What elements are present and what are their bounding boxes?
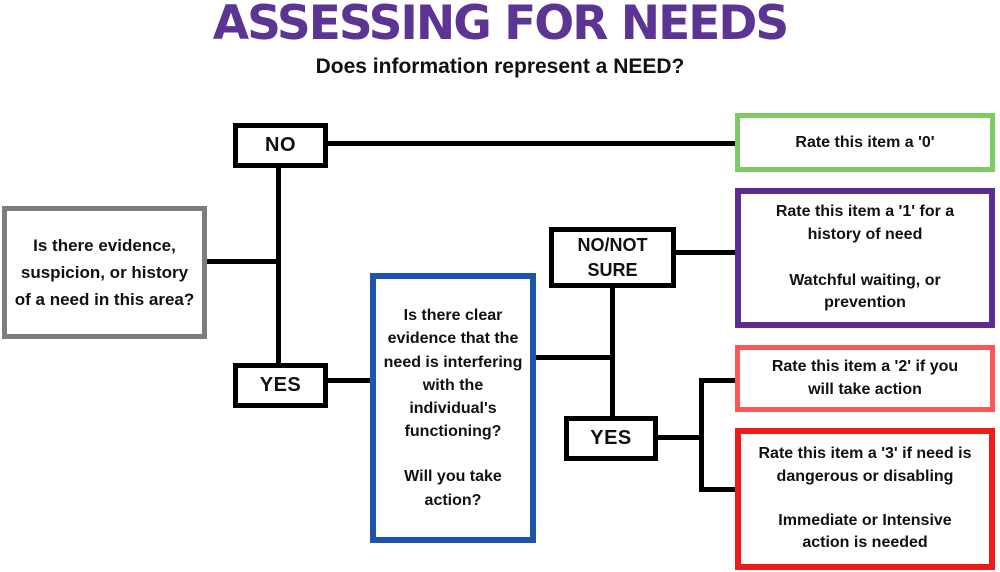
decision-yes-2-box: YES xyxy=(564,416,658,461)
question-interfering-paragraph1: Is there clear evidence that the need is… xyxy=(383,307,523,441)
outcome-rate-1-box: Rate this item a '1' for a history of ne… xyxy=(735,188,995,328)
outcome-rate-0-box: Rate this item a '0' xyxy=(735,113,995,172)
question-evidence-box: Is there evidence, suspicion, or history… xyxy=(2,206,207,339)
decision-yes-label: YES xyxy=(259,374,302,396)
decision-no-not-sure-label: NO/NOT SURE xyxy=(577,235,648,280)
connector-no-to-rate0 xyxy=(325,141,735,146)
connector-question2-to-junction xyxy=(534,355,615,360)
connector-nonotsure-to-yes2 xyxy=(610,285,615,418)
connector-bracket-to-rate2 xyxy=(703,378,735,383)
decision-no-label: NO xyxy=(265,134,296,156)
connector-bracket-vertical xyxy=(699,378,704,492)
page-subtitle: Does information represent a NEED? xyxy=(315,55,685,78)
outcome-rate-3-paragraph1: Rate this item a '3' if need is dangerou… xyxy=(758,445,972,485)
decision-yes-box: YES xyxy=(233,363,328,408)
question-interfering-box: Is there clear evidence that the need is… xyxy=(370,273,536,543)
outcome-rate-3-box: Rate this item a '3' if need is dangerou… xyxy=(735,428,995,570)
connector-no-to-yes-vertical xyxy=(276,165,281,365)
outcome-rate-0-text: Rate this item a '0' xyxy=(795,133,935,151)
connector-yes2-to-bracket xyxy=(656,435,704,440)
decision-no-not-sure-box: NO/NOT SURE xyxy=(549,227,676,288)
outcome-rate-1-paragraph2: Watchful waiting, or prevention xyxy=(789,272,941,312)
decision-yes-2-label: YES xyxy=(590,427,632,449)
outcome-rate-1-text: Rate this item a '1' for a history of ne… xyxy=(758,201,973,315)
outcome-rate-1-paragraph1: Rate this item a '1' for a history of ne… xyxy=(775,203,955,243)
connector-yes-to-question2 xyxy=(325,378,370,383)
outcome-rate-3-text: Rate this item a '3' if need is dangerou… xyxy=(758,443,973,555)
outcome-rate-2-box: Rate this item a '2' if you will take ac… xyxy=(735,345,995,412)
decision-no-box: NO xyxy=(233,123,328,168)
page-title: ASSESSING FOR NEEDS xyxy=(212,0,789,51)
question-interfering-text: Is there clear evidence that the need is… xyxy=(383,304,523,512)
connector-bracket-to-rate3 xyxy=(703,487,735,492)
connector-question1-to-junction xyxy=(207,259,281,264)
outcome-rate-3-paragraph2: Immediate or Intensive action is needed xyxy=(778,512,952,552)
question-interfering-paragraph2: Will you take action? xyxy=(404,468,502,509)
connector-nonotsure-to-rate1 xyxy=(675,250,735,255)
outcome-rate-2-text: Rate this item a '2' if you will take ac… xyxy=(771,358,959,398)
question-evidence-text: Is there evidence, suspicion, or history… xyxy=(14,235,195,310)
